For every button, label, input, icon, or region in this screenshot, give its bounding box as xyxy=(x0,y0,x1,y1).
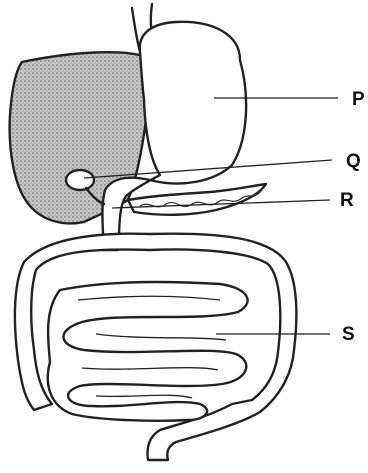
gall-bladder-shape xyxy=(66,170,94,190)
pancreas-shape xyxy=(128,184,266,215)
liver-shape xyxy=(10,52,150,223)
label-s: S xyxy=(342,324,355,345)
label-q: Q xyxy=(346,151,361,172)
label-p: P xyxy=(352,89,365,110)
small-intestine-shape xyxy=(48,282,248,421)
label-r: R xyxy=(340,190,354,211)
